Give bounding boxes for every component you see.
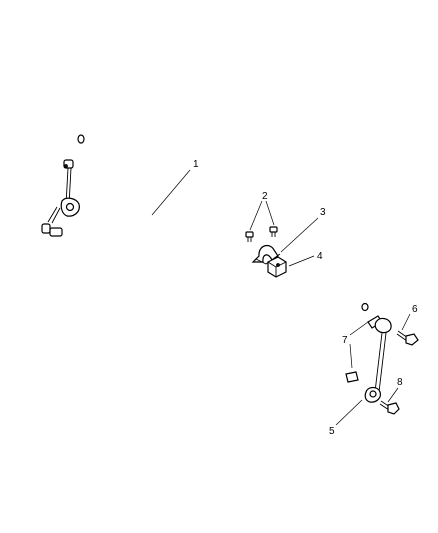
- callout-7: 7: [342, 335, 348, 346]
- bolt-b: [269, 226, 278, 237]
- link: [364, 317, 392, 403]
- bolt-a: [245, 231, 254, 242]
- clamp-bolts: [245, 226, 278, 242]
- callout-2: 2: [262, 191, 268, 202]
- callout-8: 8: [397, 377, 403, 388]
- leader-lines: [151, 169, 411, 426]
- callout-3: 3: [320, 207, 326, 218]
- callout-5: 5: [329, 426, 335, 437]
- callout-1: 1: [193, 159, 199, 170]
- callout-labels: 1 2 3 4 5 6 7 8: [193, 159, 418, 437]
- left-end-link-assembly: [41, 159, 80, 237]
- callout-4: 4: [317, 251, 323, 262]
- bolt-lower: [379, 400, 400, 415]
- bolt-upper: [396, 330, 419, 346]
- clamp: [251, 244, 281, 265]
- bushing: [267, 256, 287, 278]
- stabilizer-bar: [43, 131, 369, 313]
- callout-6: 6: [412, 304, 418, 315]
